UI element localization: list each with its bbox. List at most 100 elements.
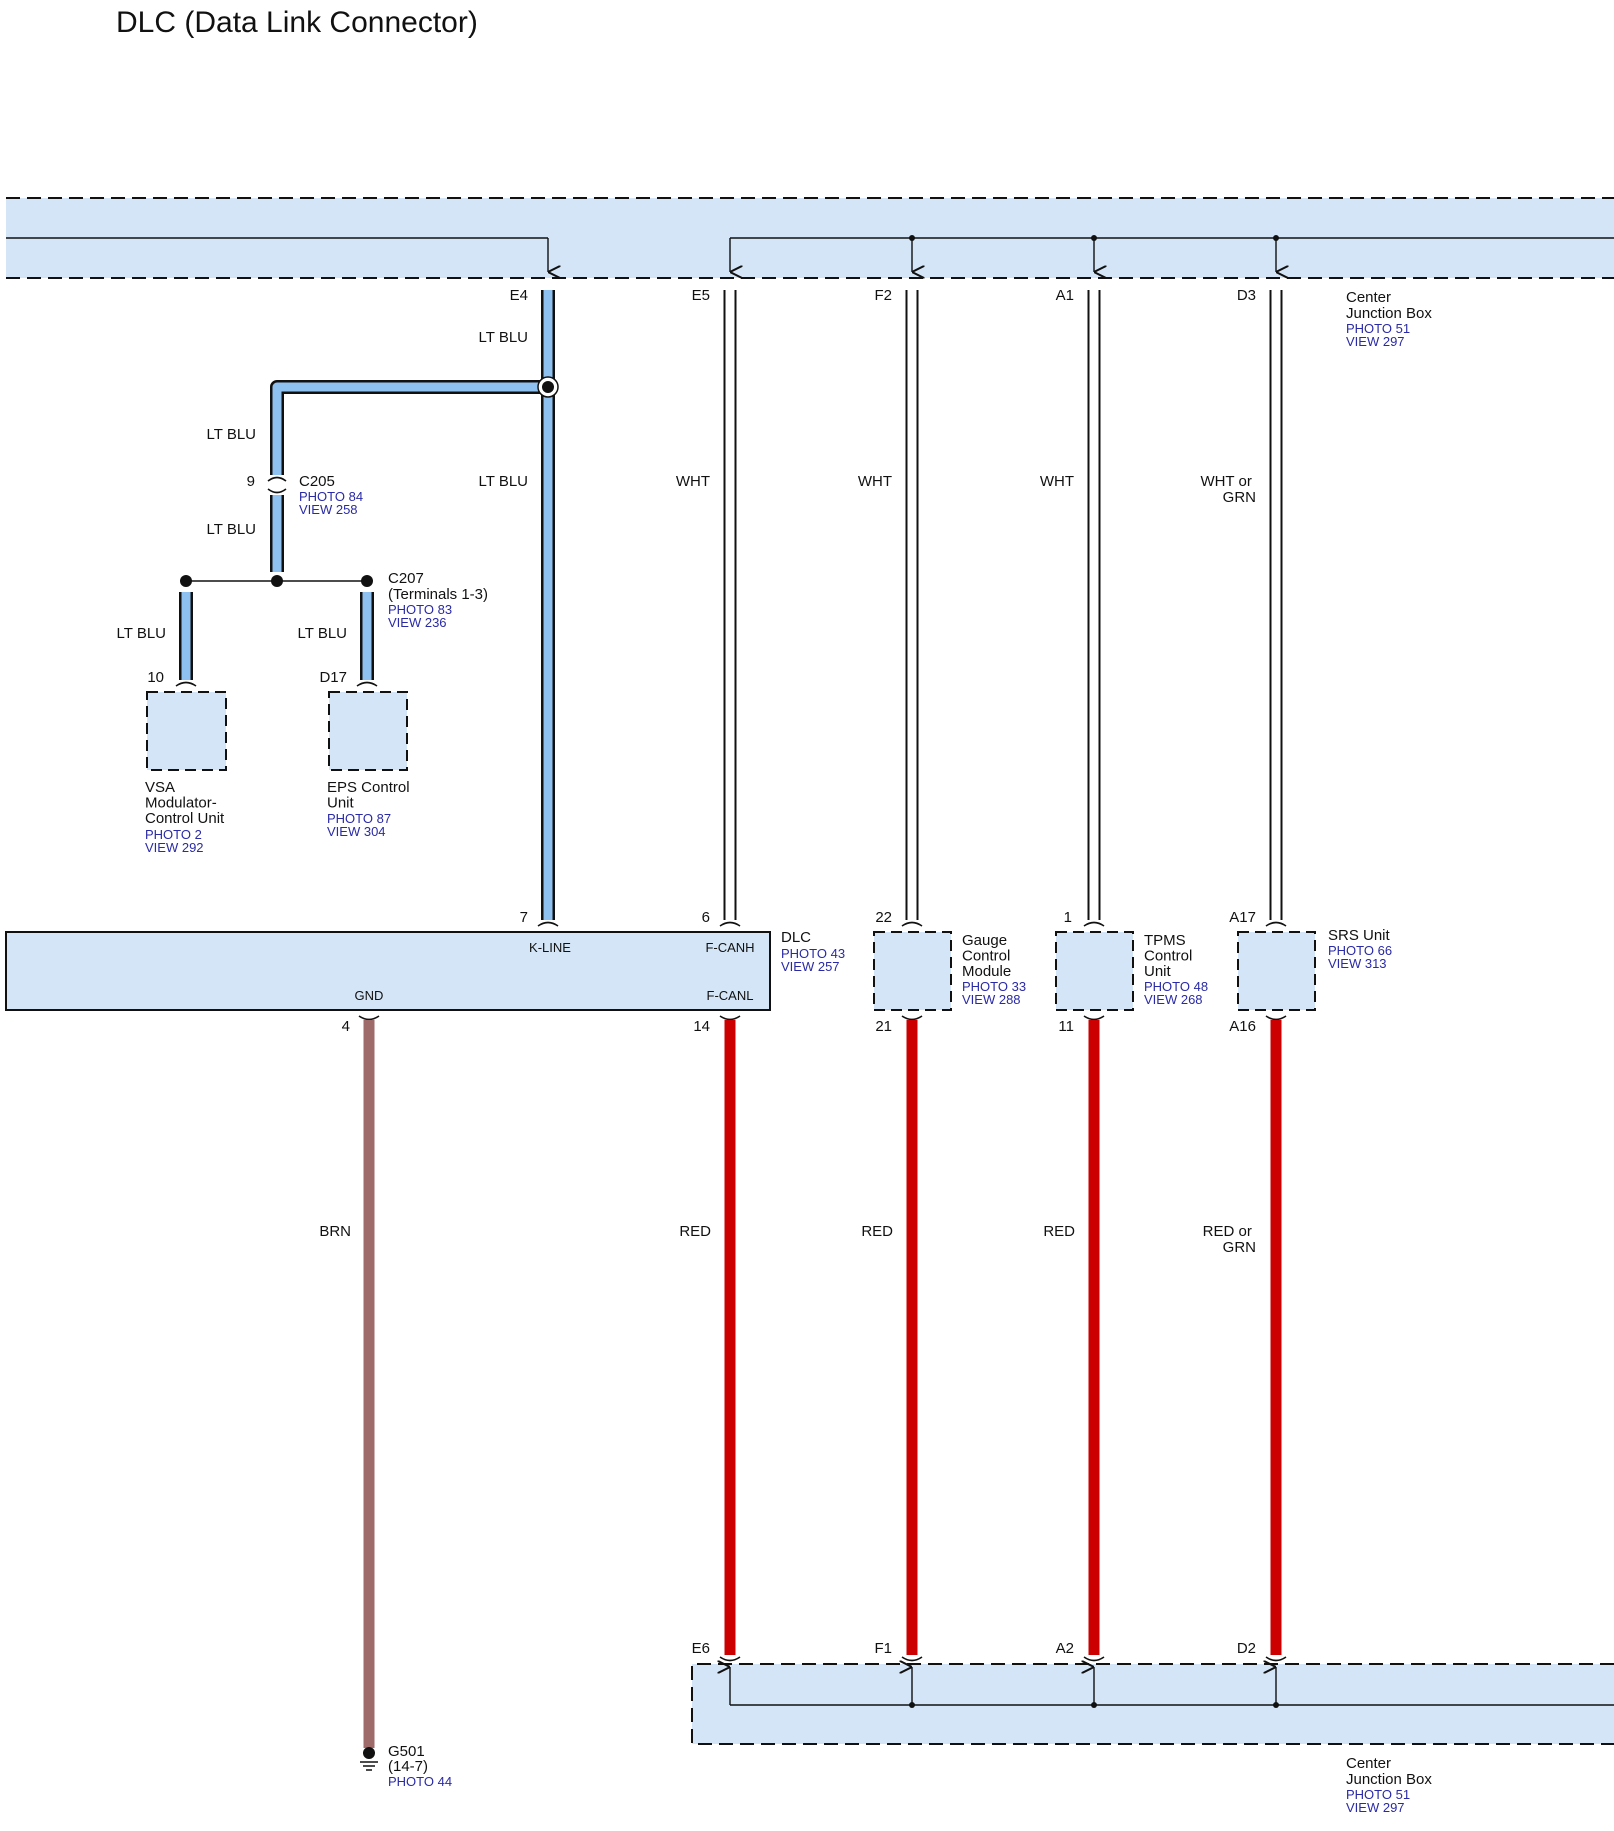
- dlc-photo: PHOTO 43: [781, 946, 845, 961]
- wire-color-branch-upper: LT BLU: [207, 426, 256, 443]
- tpms-pin-top: 1: [1064, 909, 1072, 926]
- dlc-name: DLC: [781, 929, 811, 946]
- connector-symbol: [356, 681, 378, 687]
- wire-color-srs-low: RED or GRN: [1203, 1223, 1256, 1256]
- wire-color-gauge-low: RED: [861, 1223, 893, 1240]
- pin-label-e6: E6: [692, 1640, 710, 1657]
- dlc-signal-k-line: K-LINE: [529, 940, 571, 955]
- c207-terminal-dot: [180, 575, 192, 587]
- tpms-module-name-line: Control: [1144, 948, 1192, 965]
- gauge-module-box: [873, 931, 952, 1011]
- dlc-body: [5, 931, 771, 1011]
- vsa-module-photo: PHOTO 2: [145, 827, 202, 842]
- eps-pin: D17: [319, 669, 347, 686]
- srs-module-name: SRS Unit: [1328, 927, 1391, 944]
- wire-color-e5: WHT: [676, 473, 710, 490]
- wire-color-canl: RED: [679, 1223, 711, 1240]
- c207-name-line: C207: [388, 570, 424, 587]
- pin-label-d2: D2: [1237, 1640, 1256, 1657]
- wire-color-branch-lower: LT BLU: [207, 521, 256, 538]
- vsa-module-view: VIEW 292: [145, 840, 204, 855]
- tpms-module-photo: PHOTO 48: [1144, 979, 1208, 994]
- gauge-module-photo: PHOTO 33: [962, 979, 1026, 994]
- wire-k-line-branch: [272, 382, 548, 475]
- page-title: DLC (Data Link Connector): [116, 6, 478, 39]
- wire-k-line-branch-outline: [270, 380, 548, 475]
- wire-color-srs-low-line: RED or: [1203, 1223, 1252, 1240]
- connector-symbol: [537, 921, 559, 927]
- splice-dot: [1273, 235, 1279, 241]
- c205-pin: 9: [247, 473, 255, 490]
- splice-dot: [909, 1702, 915, 1708]
- vsa-module-name-line: Modulator-: [145, 795, 217, 812]
- junction-box-bottom-photo: PHOTO 51: [1346, 1787, 1410, 1802]
- junction-box-bottom-name-line: Junction Box: [1346, 1771, 1432, 1788]
- vsa-module-box: [146, 691, 227, 771]
- dlc-connector: 7 6 K-LINE F-CANH GND F-CANL DLC PHOTO 4…: [5, 909, 845, 1035]
- pin-label-f1: F1: [874, 1640, 892, 1657]
- gauge-module: 22 21 Gauge Control Module PHOTO 33 VIEW…: [873, 909, 1026, 1035]
- eps-module: D17 EPS Control Unit PHOTO 87 VIEW 304: [319, 669, 410, 839]
- tpms-module-name: TPMS Control Unit: [1144, 932, 1197, 980]
- c207-terminal-dot: [361, 575, 373, 587]
- junction-box-top-name-line: Junction Box: [1346, 305, 1432, 322]
- junction-box-top-name: Center Junction Box: [1346, 289, 1432, 322]
- junction-box-bottom-view: VIEW 297: [1346, 1800, 1405, 1815]
- srs-pin-bottom: A16: [1229, 1018, 1256, 1035]
- dlc-view: VIEW 257: [781, 959, 840, 974]
- wire-color-d3-line: GRN: [1223, 489, 1256, 506]
- connector-symbol: [719, 921, 741, 927]
- dlc-pin-6: 6: [702, 909, 710, 926]
- wire-color-vsa-drop: LT BLU: [117, 625, 166, 642]
- connector-symbol: [1083, 1015, 1105, 1021]
- dlc-signal-f-canh: F-CANH: [705, 940, 754, 955]
- white-wires: WHT WHT WHT WHT or GRN: [676, 290, 1283, 920]
- tpms-module-name-line: Unit: [1144, 963, 1172, 980]
- srs-module-view: VIEW 313: [1328, 956, 1387, 971]
- pin-label-e4: E4: [510, 287, 528, 304]
- wire-color-kline-top: LT BLU: [479, 329, 528, 346]
- srs-pin-top: A17: [1229, 909, 1256, 926]
- wire-color-tpms-low: RED: [1043, 1223, 1075, 1240]
- c207-view: VIEW 236: [388, 615, 447, 630]
- gauge-module-name: Gauge Control Module: [962, 932, 1015, 980]
- dlc-signal-f-canl: F-CANL: [707, 988, 754, 1003]
- connector-symbol: [719, 1015, 741, 1021]
- tpms-pin-bottom: 11: [1058, 1018, 1074, 1035]
- junction-box-bottom-border: [691, 1663, 1614, 1745]
- wire-color-srs-low-line: GRN: [1223, 1239, 1256, 1256]
- vsa-pin: 10: [147, 669, 164, 686]
- eps-module-name-line: EPS Control: [327, 779, 410, 796]
- splice-dot: [1091, 235, 1097, 241]
- tpms-module: 1 11 TPMS Control Unit PHOTO 48 VIEW 268: [1055, 909, 1208, 1035]
- dlc-pin-4: 4: [342, 1018, 350, 1035]
- connector-symbol: [1083, 1656, 1105, 1662]
- junction-box-top-name-line: Center: [1346, 289, 1391, 306]
- junction-box-bottom-name: Center Junction Box: [1346, 1755, 1432, 1788]
- connector-symbol: [1265, 1015, 1287, 1021]
- tpms-module-name-line: TPMS: [1144, 932, 1186, 949]
- splice-dot: [1091, 1702, 1097, 1708]
- tpms-module-box: [1055, 931, 1134, 1011]
- gauge-module-name-line: Gauge: [962, 932, 1007, 949]
- connector-symbol: [901, 1015, 923, 1021]
- gauge-module-name-line: Control: [962, 948, 1010, 965]
- connector-symbol: [175, 681, 197, 687]
- splice-dot: [909, 235, 915, 241]
- vsa-module-name: VSA Modulator- Control Unit: [145, 779, 225, 827]
- dlc-pin-14: 14: [693, 1018, 710, 1035]
- gauge-pin-top: 22: [875, 909, 892, 926]
- ground-name: G501: [388, 1743, 425, 1760]
- c207-photo: PHOTO 83: [388, 602, 452, 617]
- tpms-module-view: VIEW 268: [1144, 992, 1203, 1007]
- eps-module-photo: PHOTO 87: [327, 811, 391, 826]
- vsa-module-name-line: VSA: [145, 779, 175, 796]
- eps-module-view: VIEW 304: [327, 824, 386, 839]
- c205-photo: PHOTO 84: [299, 489, 363, 504]
- eps-module-name-line: Unit: [327, 795, 355, 812]
- junction-box-bottom-name-line: Center: [1346, 1755, 1391, 1772]
- connector-symbol: [1265, 921, 1287, 927]
- gauge-module-name-line: Module: [962, 963, 1011, 980]
- junction-box-top: E4 E5 F2 A1 D3 Center Junction Box PHOTO…: [6, 197, 1614, 349]
